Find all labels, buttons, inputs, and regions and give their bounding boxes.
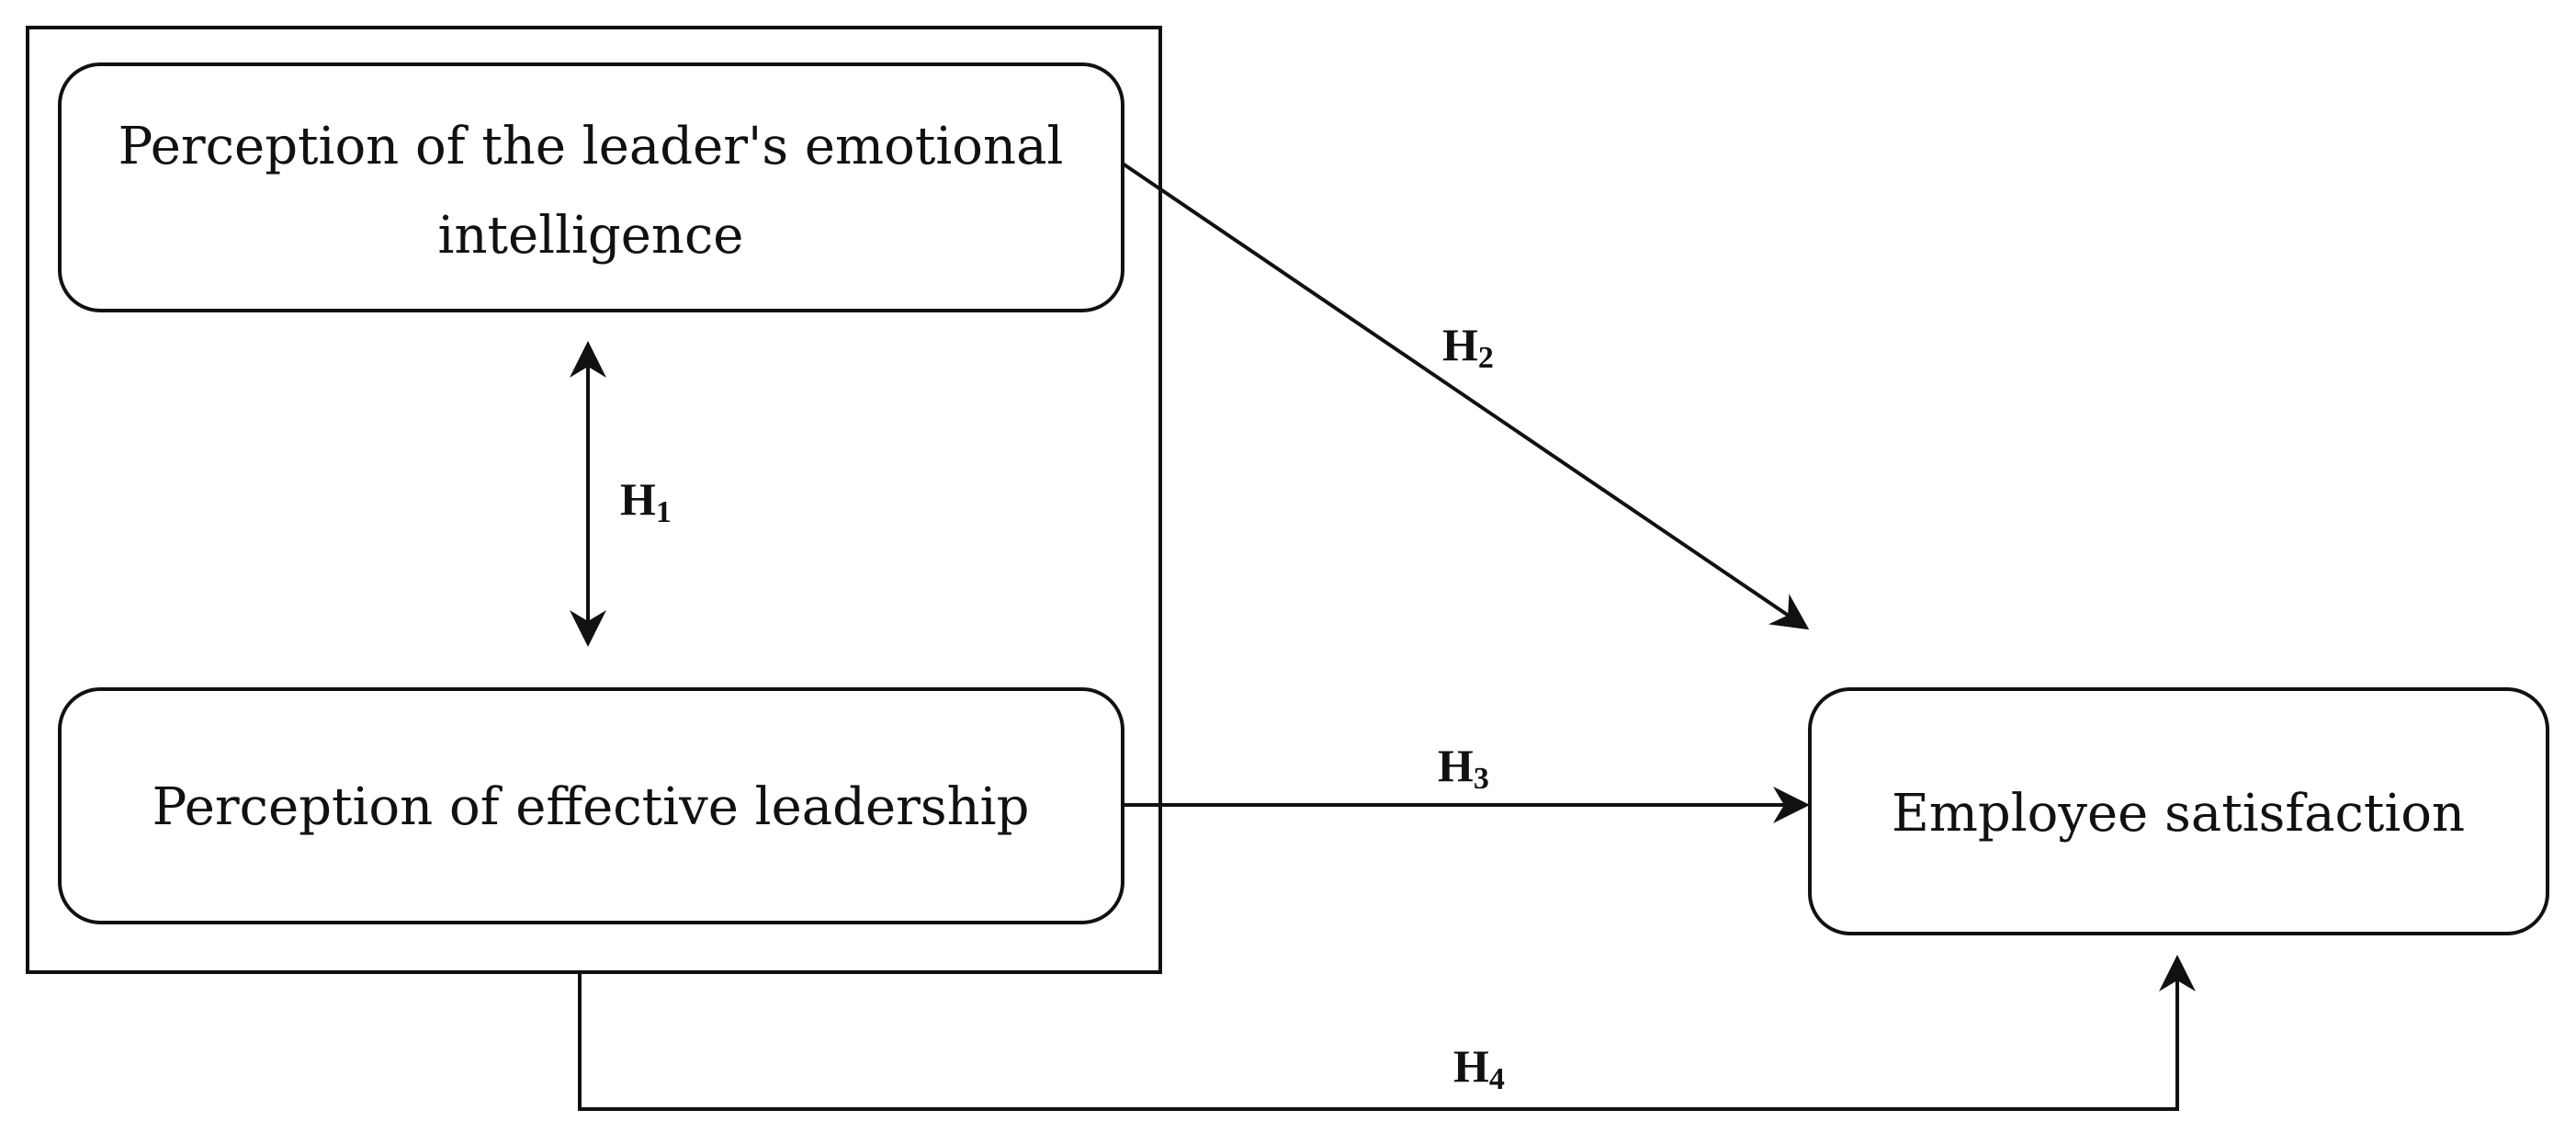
label-h3: H3 [1438, 740, 1489, 796]
node-effective-leadership-label: Perception of effective leadership [153, 777, 1030, 837]
node-employee-satisfaction-label: Employee satisfaction [1892, 784, 2465, 844]
node-emotional-intelligence-line-1: Perception of the leader's emotional [119, 117, 1064, 176]
arrow-h2 [1121, 162, 1810, 630]
node-emotional-intelligence-line-2: intelligence [438, 206, 744, 266]
label-h4: H4 [1453, 1040, 1505, 1096]
node-employee-satisfaction [1808, 687, 2549, 935]
node-emotional-intelligence [58, 62, 1124, 312]
label-h1: H1 [620, 473, 672, 529]
label-h2: H2 [1442, 319, 1494, 375]
arrow-h4 [578, 955, 2196, 1111]
